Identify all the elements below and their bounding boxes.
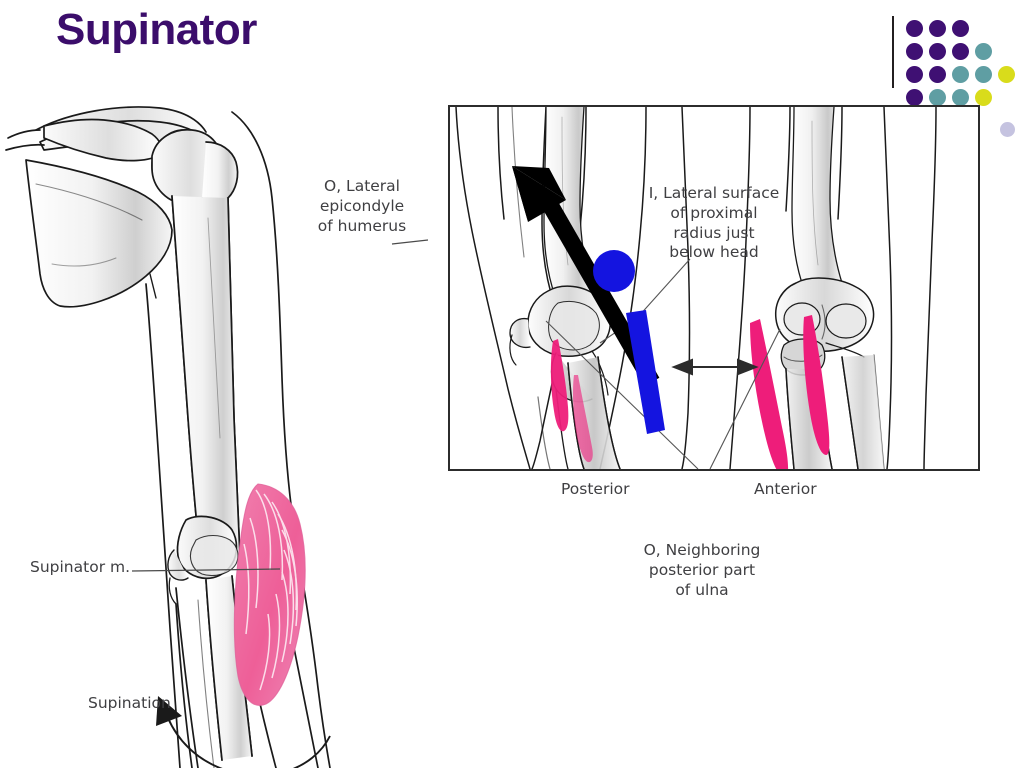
left-anatomy-illustration — [0, 88, 440, 768]
label-supinator-muscle: Supinator m. — [30, 558, 131, 576]
decor-dot — [1000, 122, 1015, 137]
decor-dot — [906, 66, 923, 83]
decor-dot — [952, 89, 969, 106]
decor-dot — [975, 43, 992, 60]
decor-dot — [975, 89, 992, 106]
label-insertion-radius: I, Lateral surface of proximal radius ju… — [648, 184, 780, 262]
decor-dot — [929, 89, 946, 106]
decor-dot — [906, 43, 923, 60]
decor-dot — [975, 66, 992, 83]
label-posterior-view: Posterior — [561, 480, 630, 498]
decor-dot — [906, 89, 923, 106]
decor-dot — [998, 66, 1015, 83]
vertical-divider-line — [892, 16, 894, 88]
right-anatomy-panel — [448, 105, 980, 471]
decor-dot — [952, 43, 969, 60]
label-supination-motion: Supination — [88, 694, 171, 712]
decor-dot — [929, 66, 946, 83]
label-lateral-epicondyle: O, Lateral epicondyle of humerus — [317, 177, 407, 235]
label-origin-ulna: O, Neighboring posterior part of ulna — [643, 541, 761, 599]
decor-dot — [929, 20, 946, 37]
decor-dot — [952, 66, 969, 83]
page-title: Supinator — [56, 5, 257, 54]
decor-dot — [929, 43, 946, 60]
decor-dot — [906, 20, 923, 37]
decor-dot — [952, 20, 969, 37]
label-anterior-view: Anterior — [754, 480, 817, 498]
decorative-dot-grid — [884, 8, 1024, 137]
